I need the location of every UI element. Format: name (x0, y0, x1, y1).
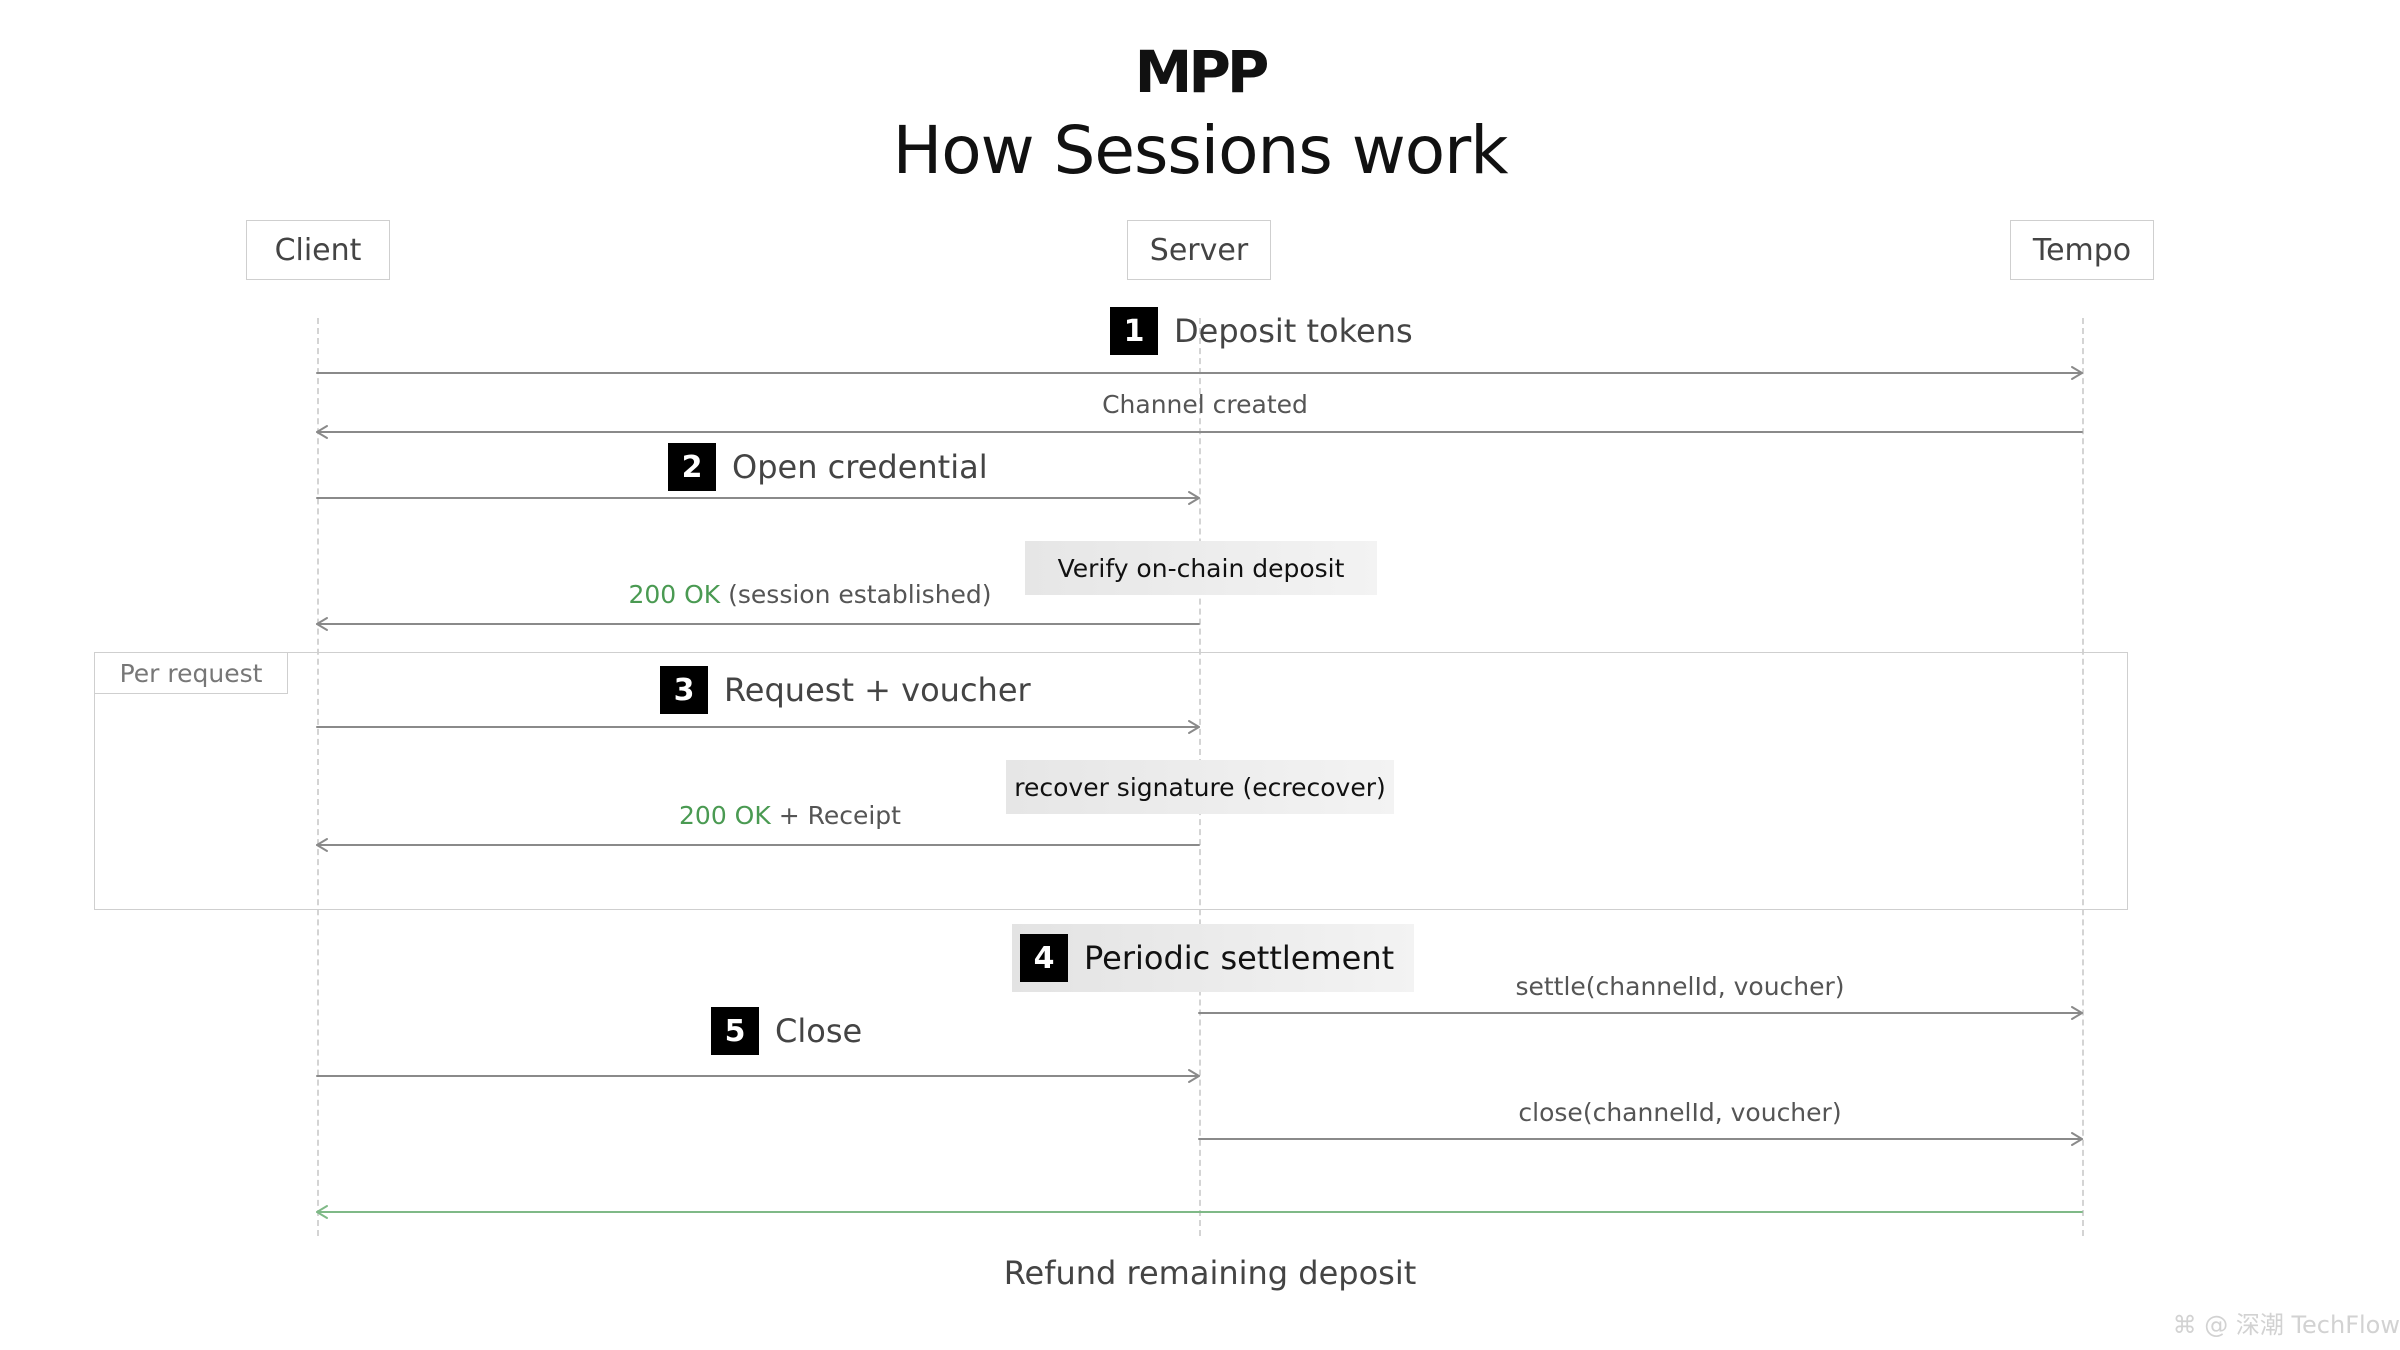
per-request-frame (94, 652, 2128, 910)
arrow-refund (316, 1205, 2083, 1219)
msg-receipt-rest: + Receipt (770, 801, 901, 830)
step-number-badge: 5 (711, 1007, 759, 1055)
tempo-lifeline (2082, 318, 2084, 1236)
step-1: 1 Deposit tokens (1110, 307, 1413, 355)
step-5: 5 Close (711, 1007, 862, 1055)
msg-session-established: 200 OK (session established) (560, 580, 1060, 609)
arrow-deposit-tokens (316, 366, 2083, 380)
arrow-settle (1198, 1006, 2083, 1020)
step-label: Open credential (732, 448, 988, 486)
per-request-label: Per request (94, 652, 288, 694)
msg-settle: settle(channelId, voucher) (1515, 972, 1845, 1001)
step-number-badge: 4 (1020, 934, 1068, 982)
msg-channel-created: Channel created (1102, 390, 1308, 419)
msg-close: close(channelId, voucher) (1518, 1098, 1842, 1127)
client-lifeline (317, 318, 319, 1236)
step-label: Periodic settlement (1084, 939, 1395, 977)
status-ok: 200 OK (628, 580, 721, 609)
arrow-close-channel (1198, 1132, 2083, 1146)
note-recover-signature: recover signature (ecrecover) (1006, 760, 1394, 814)
arrow-session-established (316, 617, 1200, 631)
step-label: Close (775, 1012, 863, 1050)
step-label: Request + voucher (724, 671, 1031, 709)
actor-client: Client (246, 220, 390, 280)
arrow-open-credential (316, 491, 1200, 505)
step-number-badge: 1 (1110, 307, 1158, 355)
step-4: 4 Periodic settlement (1012, 924, 1415, 992)
step-number-badge: 3 (660, 666, 708, 714)
step-2: 2 Open credential (668, 443, 988, 491)
actor-tempo: Tempo (2010, 220, 2154, 280)
actor-server: Server (1127, 220, 1271, 280)
msg-receipt: 200 OK + Receipt (590, 801, 990, 830)
step-number-badge: 2 (668, 443, 716, 491)
status-ok: 200 OK (679, 801, 771, 830)
step-label: Deposit tokens (1174, 312, 1413, 350)
watermark: ⌘ @ 深潮 TechFlow (2172, 1311, 2400, 1339)
arrow-channel-created (316, 425, 2083, 439)
arrow-close-request (316, 1069, 1200, 1083)
arrow-receipt (316, 838, 1200, 852)
step-3: 3 Request + voucher (660, 666, 1031, 714)
msg-session-rest: (session established) (720, 580, 992, 609)
page-title: How Sessions work (892, 112, 1509, 189)
arrow-request-voucher (316, 720, 1200, 734)
refund-label: Refund remaining deposit (1003, 1254, 1417, 1292)
mpp-logo: MPP (1134, 38, 1270, 106)
note-verify-deposit: Verify on-chain deposit (1025, 541, 1377, 595)
